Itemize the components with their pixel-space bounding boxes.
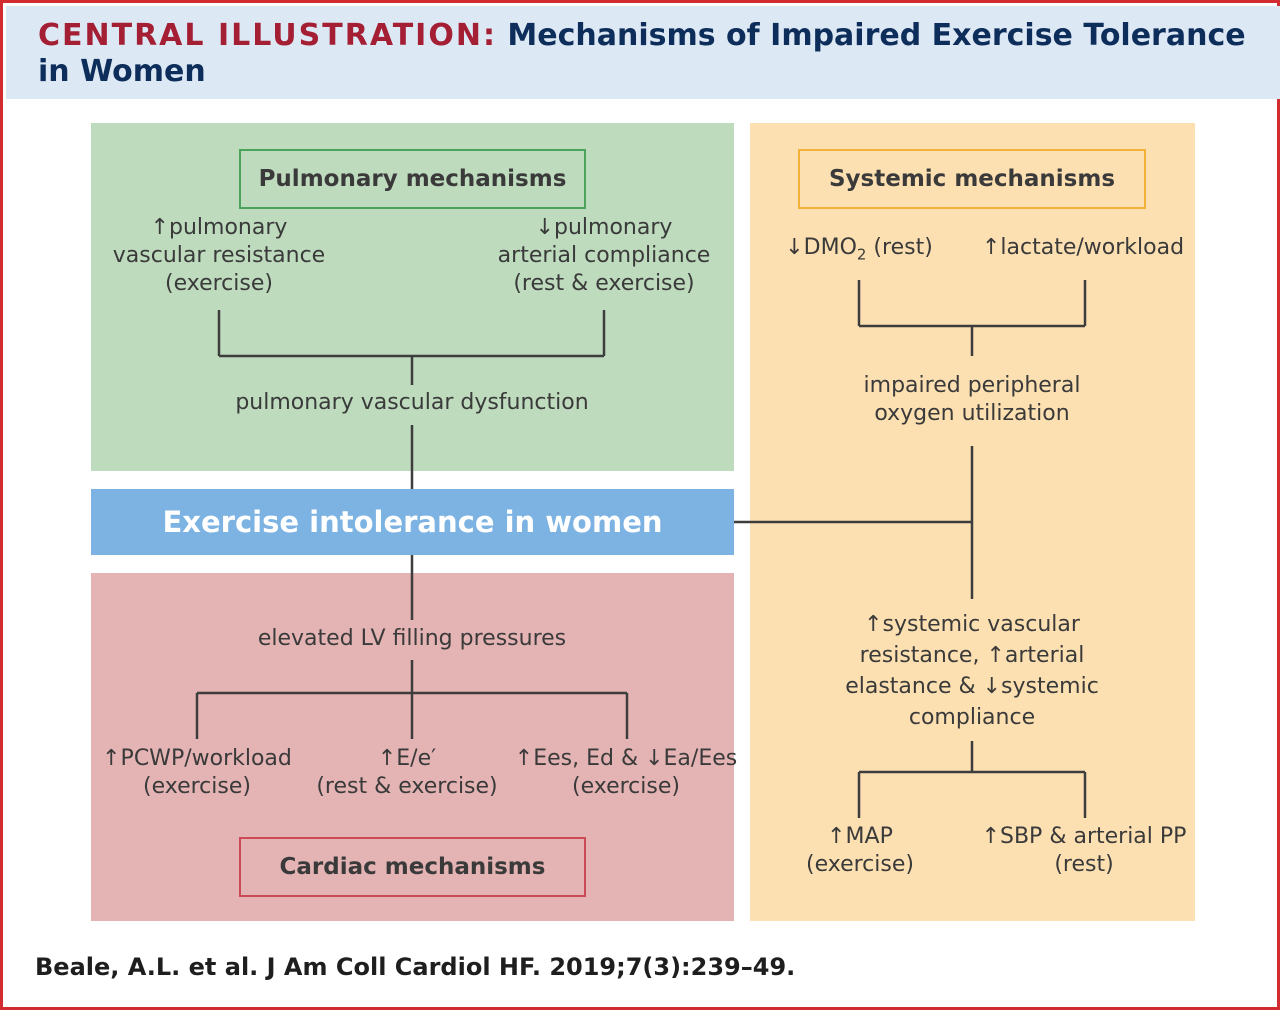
systemic-oxygen-label: impaired peripheral oxygen utilization bbox=[863, 373, 1081, 426]
cardiac-ees-label: ↑Ees, Ed & ↓Ea/Ees (exercise) bbox=[514, 746, 738, 799]
up-arrow-icon: ↑ bbox=[150, 215, 170, 240]
title-text: Mechanisms of Impaired Exercise Toleranc… bbox=[38, 18, 1246, 89]
cardiac-pcwp-label: ↑PCWP/workload (exercise) bbox=[102, 746, 292, 799]
cardiac-ee-label: ↑E/e′ (rest & exercise) bbox=[316, 746, 498, 799]
pulmonary-panel bbox=[91, 123, 734, 471]
pulm-compliance-label: ↓pulmonary arterial compliance (rest & e… bbox=[497, 215, 711, 296]
systemic-dmo2-label: ↓DMO2 (rest) bbox=[785, 235, 933, 264]
down-arrow-icon: ↓ bbox=[535, 215, 555, 240]
cardiac-panel bbox=[91, 573, 734, 921]
pulm-summary-label: pulmonary vascular dysfunction bbox=[235, 390, 589, 415]
page-title: CENTRAL ILLUSTRATION: Mechanisms of Impa… bbox=[38, 18, 1253, 90]
central-outcome: Exercise intolerance in women bbox=[91, 489, 734, 555]
connector-lines bbox=[195, 280, 1087, 818]
systemic-sbp-label: ↑SBP & arterial PP (rest) bbox=[981, 824, 1187, 877]
systemic-map-label: ↑MAP (exercise) bbox=[806, 824, 914, 877]
systemic-heading: Systemic mechanisms bbox=[798, 149, 1146, 209]
cardiac-summary-label: elevated LV filling pressures bbox=[257, 626, 567, 651]
systemic-vascular-label: ↑systemic vascular resistance, ↑arterial… bbox=[845, 612, 1099, 730]
pulmonary-heading: Pulmonary mechanisms bbox=[239, 149, 586, 209]
title-label: CENTRAL ILLUSTRATION: bbox=[38, 18, 497, 53]
header-banner: CENTRAL ILLUSTRATION: Mechanisms of Impa… bbox=[6, 6, 1280, 99]
systemic-lactate-label: ↑lactate/workload bbox=[981, 235, 1185, 260]
pulm-resistance-label: ↑pulmonary vascular resistance (exercise… bbox=[112, 215, 326, 296]
citation: Beale, A.L. et al. J Am Coll Cardiol HF.… bbox=[35, 953, 796, 981]
cardiac-heading: Cardiac mechanisms bbox=[239, 837, 586, 897]
